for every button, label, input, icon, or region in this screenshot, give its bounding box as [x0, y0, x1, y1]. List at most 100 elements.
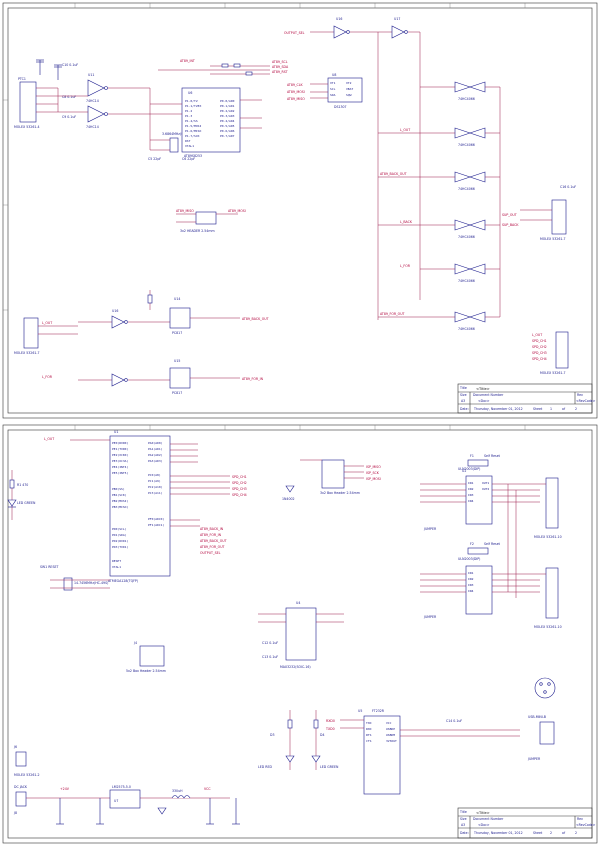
svg-text:U11: U11 — [88, 73, 94, 77]
svg-text:330uH: 330uH — [172, 789, 183, 793]
svg-text:D4: D4 — [320, 733, 324, 737]
svg-text:P0.2/AD2: P0.2/AD2 — [220, 109, 235, 113]
svg-text:XT2: XT2 — [346, 81, 352, 85]
svg-text:Self Reset: Self Reset — [484, 542, 501, 546]
svg-text:LM2575-5.0: LM2575-5.0 — [112, 785, 131, 789]
svg-text:P0.7/AD7: P0.7/AD7 — [220, 134, 235, 138]
svg-text:JUMPER: JUMPER — [527, 757, 541, 761]
svg-text:PD3(TXD1): PD3(TXD1) — [112, 545, 128, 549]
svg-text:U4: U4 — [296, 601, 300, 605]
svg-text:U1: U1 — [114, 430, 118, 434]
buffer-u11: U11 74HC14 74HC14 — [58, 73, 150, 129]
svg-text:14.7456MHz(HC-49S): 14.7456MHz(HC-49S) — [74, 581, 108, 585]
switch-3: 74HC4066 AT89_BACK_OUT — [378, 171, 500, 191]
svg-text:OUT1: OUT1 — [482, 481, 489, 485]
svg-text:L_FOR: L_FOR — [42, 375, 53, 379]
svg-text:AT89_FOR_IN: AT89_FOR_IN — [200, 533, 222, 537]
svg-text:IN3: IN3 — [468, 583, 474, 587]
svg-text:74HC4066: 74HC4066 — [458, 235, 475, 239]
svg-text:P1.1/T2EX: P1.1/T2EX — [185, 104, 201, 108]
svg-text:MAX3232(SOIC-16): MAX3232(SOIC-16) — [280, 665, 311, 669]
small-header-j3b: J4 5x2 Box Header 2.54mm — [126, 641, 166, 673]
svg-text:Document Number: Document Number — [473, 817, 504, 821]
svg-text:Document Number: Document Number — [473, 393, 504, 397]
svg-text:U7: U7 — [114, 799, 118, 803]
svg-text:C10 0.1uF: C10 0.1uF — [62, 63, 78, 67]
svg-text:AT89_BACK_IN: AT89_BACK_IN — [200, 527, 224, 531]
svg-text:JUMPER: JUMPER — [423, 615, 437, 619]
svg-text:U6: U6 — [188, 91, 192, 95]
svg-text:XT1: XT1 — [330, 81, 336, 85]
connector-j3: MOLEX 53261-7 L_OUT — [14, 317, 78, 355]
svg-text:VCC: VCC — [386, 721, 392, 725]
svg-text:PD0(SCL): PD0(SCL) — [112, 527, 127, 531]
svg-text:RXD: RXD — [366, 727, 372, 731]
svg-text:3V3OUT: 3V3OUT — [386, 739, 397, 743]
svg-text:SW1 RESET: SW1 RESET — [40, 565, 58, 569]
opto-section-2: U15 PC817 AT89_FOR_IN L_FOR — [42, 359, 264, 395]
svg-text:XTAL1: XTAL1 — [112, 565, 121, 569]
mcu-u1: U1 ATMEGA128(TQFP) PE0(RXD0)PE1(TXD0) PE… — [108, 430, 171, 583]
switch-2: 74HC4066 L_OUT — [378, 127, 500, 147]
rtc-u8: U8 XT1 SCL SDA XT2 VBAT SQW DS1307 AT89_… — [287, 73, 363, 109]
svg-text:USBDM: USBDM — [386, 733, 395, 737]
svg-text:AT89_FOR_OUT: AT89_FOR_OUT — [380, 312, 405, 316]
svg-text:AT89_SDA: AT89_SDA — [272, 65, 289, 69]
svg-text:TXD0: TXD0 — [325, 727, 335, 731]
svg-text:PC2(A10): PC2(A10) — [148, 485, 163, 489]
svg-text:3x2 HEADER 2.54mm: 3x2 HEADER 2.54mm — [180, 229, 215, 233]
svg-text:OUTPUT_SEL: OUTPUT_SEL — [284, 31, 305, 35]
svg-text:PD2(RXD1): PD2(RXD1) — [112, 539, 128, 543]
svg-text:P0.6/AD6: P0.6/AD6 — [220, 129, 235, 133]
switch-6: 74HC4066 AT89_FOR_OUT — [378, 311, 500, 331]
opto-section-1: U16 U14 PC817 AT89_BACK_OUT — [78, 290, 269, 335]
svg-text:PE3(OC3A): PE3(OC3A) — [112, 459, 128, 463]
mcu-u1-nets: SPD_CH1 SPD_CH2 SPD_CH3 SPD_CH4 AT89_BAC… — [44, 437, 247, 555]
switch-5: 74HC4066 L_FOR — [400, 263, 500, 283]
svg-text:XTAL1: XTAL1 — [185, 144, 194, 148]
svg-text:L_BACK: L_BACK — [400, 220, 413, 224]
svg-text:ISP_SCK: ISP_SCK — [366, 471, 380, 475]
svg-text:Title: Title — [459, 386, 467, 390]
svg-text:VCC: VCC — [204, 787, 211, 791]
svg-text:ISP_MISO: ISP_MISO — [366, 465, 381, 469]
bottom-sheet-frame — [2, 424, 598, 844]
svg-text:PA3(AD3): PA3(AD3) — [148, 459, 163, 463]
svg-text:MOLEX 53261-7: MOLEX 53261-7 — [14, 351, 40, 355]
svg-text:PE0(RXD0): PE0(RXD0) — [112, 441, 128, 445]
svg-text:<Title>: <Title> — [476, 387, 490, 391]
svg-text:ULN2003(DIP): ULN2003(DIP) — [458, 557, 480, 561]
svg-text:U14: U14 — [174, 297, 180, 301]
svg-text:TXD: TXD — [366, 721, 372, 725]
svg-text:P1.2: P1.2 — [185, 109, 192, 113]
svg-text:C12 0.1uF: C12 0.1uF — [262, 641, 278, 645]
top-left-connector: PTC1 MOLEX 53261-4 — [14, 77, 59, 129]
top-sheet-frame — [2, 2, 598, 419]
svg-text:U5: U5 — [358, 709, 362, 713]
svg-text:IN1: IN1 — [468, 571, 474, 575]
svg-text:Date:: Date: — [460, 831, 469, 835]
svg-text:MOLEX 53261-7: MOLEX 53261-7 — [540, 237, 566, 241]
svg-text:SPD_CH2: SPD_CH2 — [532, 345, 547, 349]
svg-text:OUTPUT_SEL: OUTPUT_SEL — [200, 551, 221, 555]
svg-text:P1.4/SS: P1.4/SS — [185, 119, 198, 123]
svg-text:PB2(MOSI): PB2(MOSI) — [112, 499, 128, 503]
svg-text:C14 0.1uF: C14 0.1uF — [446, 719, 462, 723]
svg-text:L_FOR: L_FOR — [400, 264, 411, 268]
connector-j6: MOLEX 53261-7 C16 0.1uF — [520, 185, 576, 241]
svg-text:AT89_MOSI: AT89_MOSI — [228, 209, 246, 213]
svg-text:SPD_CH4: SPD_CH4 — [532, 357, 547, 361]
svg-text:SPD_CH2: SPD_CH2 — [232, 481, 247, 485]
svg-text:AT89_BACK_OUT: AT89_BACK_OUT — [200, 539, 227, 543]
svg-text:ISP_MOSI: ISP_MOSI — [366, 477, 381, 481]
svg-text:P0.4/AD4: P0.4/AD4 — [220, 119, 235, 123]
svg-text:PD1(SDA): PD1(SDA) — [112, 533, 127, 537]
svg-text:AT89_MISO: AT89_MISO — [287, 97, 305, 101]
svg-text:of: of — [562, 407, 566, 411]
svg-text:C13 0.1uF: C13 0.1uF — [262, 655, 278, 659]
svg-text:USB-MINI-B: USB-MINI-B — [528, 715, 546, 719]
